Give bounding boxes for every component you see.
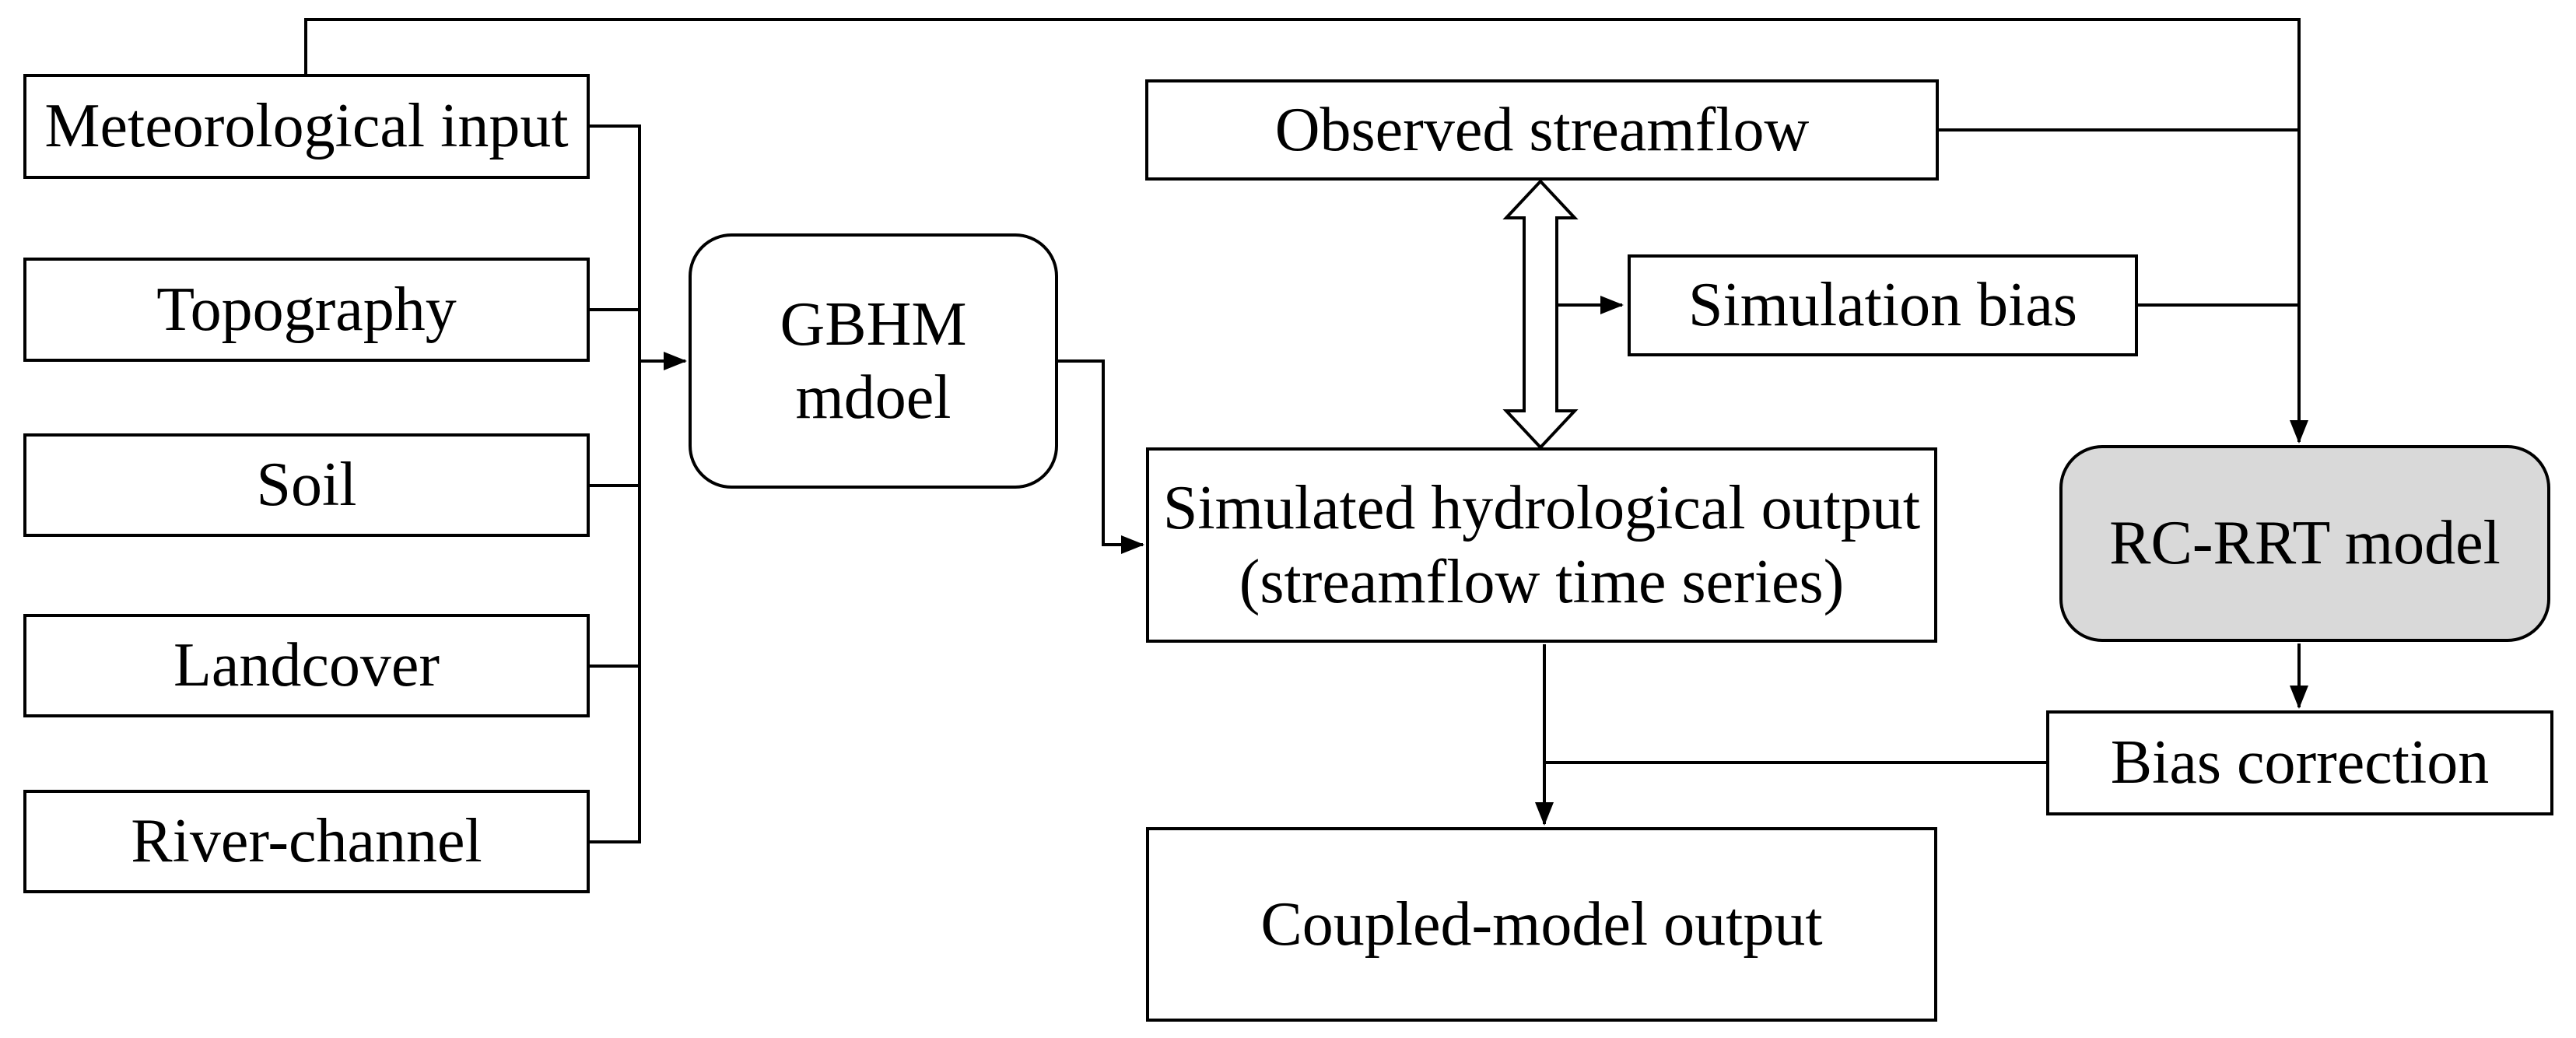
rc-rrt-model-label: RC-RRT model [2109, 509, 2501, 578]
box-observed-streamflow: Observed streamflow [1145, 79, 1939, 181]
simulated-output-label-line2: (streamflow time series) [1239, 547, 1845, 616]
box-gbhm-model: GBHM mdoel [689, 233, 1058, 489]
soil-label: Soil [256, 451, 357, 520]
river-channel-label: River-channel [131, 807, 482, 876]
bias-correction-label: Bias correction [2110, 728, 2490, 798]
gbhm-model-label-line2: mdoel [795, 363, 952, 432]
double-arrow-observed-vs-simulated-icon [1502, 179, 1579, 450]
connector-top-feedback-to-rcrrt [304, 18, 2308, 444]
box-bias-correction: Bias correction [2046, 710, 2553, 815]
box-soil: Soil [23, 433, 590, 537]
box-meteorological-input: Meteorological input [23, 74, 590, 179]
gbhm-model-label-line1: GBHM [780, 289, 967, 359]
box-rc-rrt-model: RC-RRT model [2059, 445, 2550, 642]
simulation-bias-label: Simulation bias [1688, 271, 2077, 340]
landcover-label: Landcover [173, 631, 440, 700]
simulated-output-label-line1: Simulated hydrological output [1162, 474, 1921, 543]
box-simulation-bias: Simulation bias [1628, 254, 2138, 356]
box-topography: Topography [23, 258, 590, 362]
box-landcover: Landcover [23, 614, 590, 717]
arrow-gbhm-to-simulated-output [1058, 359, 1144, 554]
box-river-channel: River-channel [23, 790, 590, 893]
box-coupled-model-output: Coupled-model output [1146, 827, 1937, 1022]
meteorological-input-label: Meteorological input [44, 92, 569, 161]
box-simulated-hydrological-output: Simulated hydrological output (streamflo… [1146, 447, 1937, 643]
coupled-model-output-label: Coupled-model output [1260, 889, 1823, 959]
observed-streamflow-label: Observed streamflow [1274, 95, 1810, 164]
topography-label: Topography [156, 275, 457, 344]
